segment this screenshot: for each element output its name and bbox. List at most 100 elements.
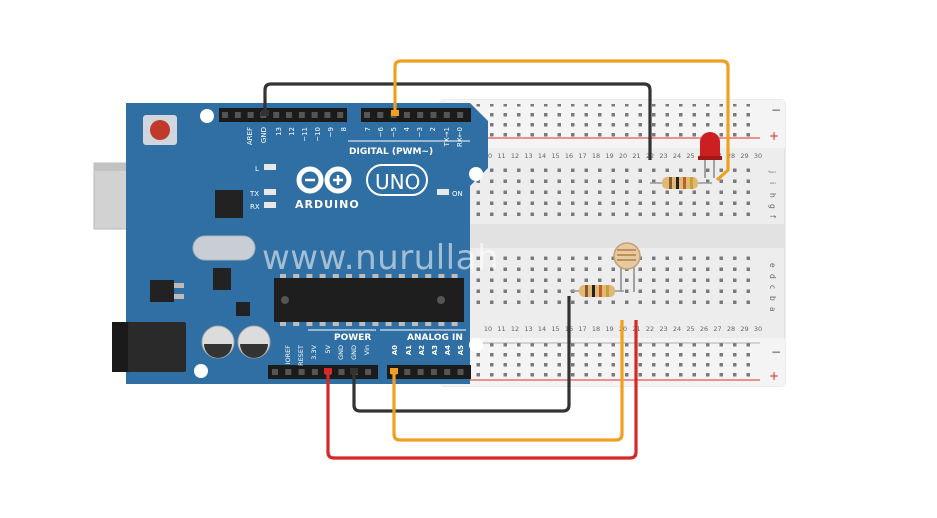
header-hole[interactable] — [404, 369, 411, 375]
power-jack — [128, 322, 186, 372]
column-number: 17 — [578, 152, 586, 160]
power-pin-label: IOREF — [284, 345, 292, 365]
chip-pin — [306, 274, 313, 278]
header-hole[interactable] — [311, 112, 318, 118]
mount-hole — [200, 109, 214, 123]
header-hole[interactable] — [364, 112, 370, 118]
pull-down-resistor[interactable] — [570, 285, 624, 297]
chip-pin — [346, 322, 352, 326]
header-hole[interactable] — [234, 112, 241, 118]
column-number: 16 — [565, 152, 573, 160]
digital-pin-label: 2 — [429, 127, 437, 131]
header-hole[interactable] — [272, 369, 278, 375]
wire-red-5v[interactable] — [326, 320, 638, 460]
red-led[interactable] — [698, 132, 722, 178]
chip-pin — [398, 274, 405, 278]
power-pin-label: GND — [337, 345, 345, 360]
power-header-label: POWER — [334, 333, 371, 343]
wire-orange-a0[interactable] — [392, 320, 624, 442]
header-hole[interactable] — [365, 369, 372, 375]
header-hole[interactable] — [457, 112, 464, 118]
bottom-rail-minus-label: − — [771, 345, 781, 359]
chip-pin — [293, 274, 300, 278]
analog-pin-label: A1 — [405, 345, 413, 355]
header-hole[interactable] — [377, 112, 384, 118]
led-on — [437, 189, 449, 195]
digital-pin-label: ~3 — [416, 127, 424, 137]
arduino-logo-text: ARDUINO — [295, 198, 360, 211]
header-hole[interactable] — [443, 112, 450, 118]
chip-pin — [359, 274, 366, 278]
header-hole[interactable] — [286, 112, 292, 118]
bottom-rail-holes — [470, 343, 760, 377]
capacitor-band — [204, 344, 232, 358]
breadboard: − + 101112131415161718192021222324252627… — [439, 99, 786, 387]
header-hole[interactable] — [311, 369, 318, 375]
column-number: 13 — [524, 152, 532, 160]
analog-pin-label: A0 — [391, 345, 399, 355]
digital-pin-label: ~11 — [301, 127, 309, 142]
digital-pin-label: 12 — [288, 127, 296, 136]
header-hole[interactable] — [222, 112, 228, 118]
row-letter: a — [768, 307, 777, 312]
photoresistor[interactable] — [613, 242, 641, 292]
header-hole[interactable] — [298, 369, 305, 375]
digital-header-label: DIGITAL (PWM~) — [349, 147, 433, 157]
analog-header[interactable] — [387, 365, 471, 379]
header-hole[interactable] — [298, 112, 305, 118]
chip-pin — [332, 322, 339, 326]
small-transistor — [236, 302, 250, 316]
header-hole[interactable] — [337, 112, 344, 118]
led-resistor[interactable] — [650, 177, 712, 189]
header-hole[interactable] — [324, 112, 331, 118]
row-letter: g — [768, 204, 777, 209]
arduino-logo-icon — [296, 166, 352, 194]
chip-pin — [372, 322, 379, 326]
wire-orange-pin5[interactable] — [393, 59, 730, 182]
power-pin-label: RESET — [297, 345, 305, 366]
column-number: 21 — [632, 152, 640, 160]
center-channel — [440, 224, 785, 248]
header-hole[interactable] — [273, 112, 280, 118]
row-letter: d — [768, 274, 777, 279]
analog-pin-label: A3 — [431, 345, 439, 355]
header-hole[interactable] — [457, 369, 464, 375]
top-terminal-holes — [470, 162, 760, 217]
digital-header-right — [361, 108, 471, 122]
column-number: 27 — [713, 325, 721, 333]
column-number: 25 — [686, 152, 694, 160]
chip-pin — [412, 322, 418, 326]
digital-pin-label: ~5 — [390, 127, 398, 137]
chip-pin — [451, 322, 458, 326]
header-hole[interactable] — [403, 112, 410, 118]
header-hole[interactable] — [444, 369, 451, 375]
column-number: 12 — [511, 152, 519, 160]
header-hole[interactable] — [247, 112, 254, 118]
power-pin-label: Vin — [363, 345, 371, 355]
row-letter: h — [768, 193, 777, 198]
chip-pin — [346, 274, 352, 278]
led-l-label: L — [255, 165, 259, 173]
digital-pin-label: 8 — [340, 127, 348, 131]
header-hole[interactable] — [285, 369, 292, 375]
column-number: 24 — [673, 325, 681, 333]
uno-model-text: UNO — [375, 170, 420, 194]
chip-pin — [372, 274, 379, 278]
column-number: 26 — [700, 325, 708, 333]
top-rail-minus-label: − — [771, 103, 781, 117]
wire-black-gnd-top[interactable] — [263, 82, 652, 160]
header-hole[interactable] — [338, 369, 345, 375]
digital-pin-label: 7 — [364, 127, 372, 131]
row-letter: i — [768, 182, 777, 184]
column-number: 14 — [538, 152, 546, 160]
wire-black-gnd-bottom[interactable] — [352, 296, 571, 413]
header-hole[interactable] — [417, 112, 424, 118]
chip-pin — [398, 322, 405, 326]
header-hole[interactable] — [417, 369, 424, 375]
header-hole[interactable] — [430, 369, 437, 375]
header-hole[interactable] — [430, 112, 437, 118]
reset-button[interactable] — [150, 120, 170, 140]
power-header[interactable] — [268, 365, 378, 379]
digital-pin-label: AREF — [246, 127, 254, 145]
